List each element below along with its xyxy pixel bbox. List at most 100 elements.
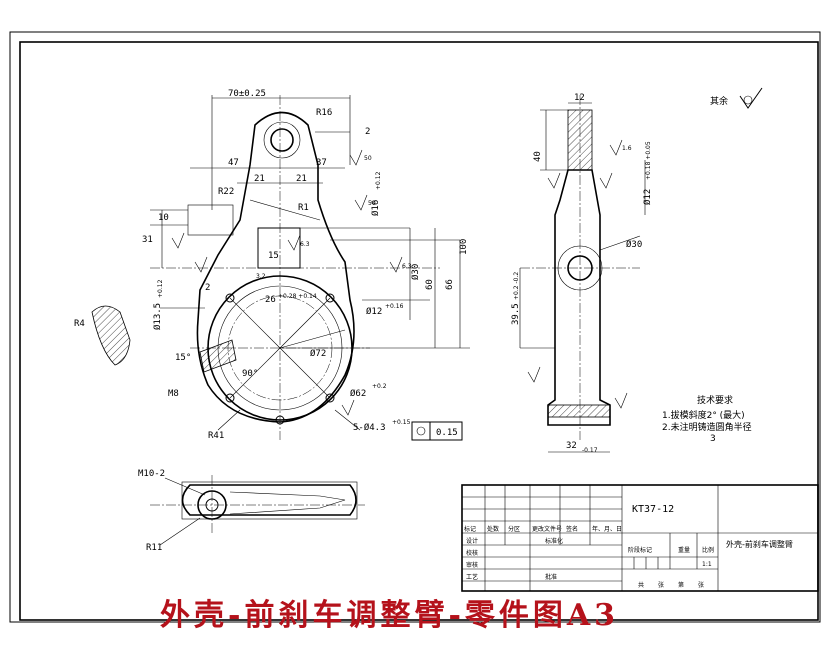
side-view: 12 40 Ø12 +0.18 +0.05 Ø30 39.5 +0.2 -0.2… [511,93,653,454]
dim-phi16: Ø16 [370,200,381,216]
drawing-caption: 外壳-前刹车调整臂-零件图A3 [160,598,619,633]
tolerance-frame [411,421,463,441]
dim-phi13-tol: +0.12 [157,279,164,298]
svg-text:6.3: 6.3 [402,263,412,270]
bolt-hole [225,393,235,403]
dim-2a: 2 [365,127,370,137]
tb-scale: 1:1 [702,561,712,568]
svg-text:1.6: 1.6 [622,145,632,152]
tb-header-4: 签名 [566,525,578,533]
dim-47: 47 [228,158,239,168]
dim-39-tol: +0.2 -0.2 [513,272,520,300]
tb-sheet-0: 共 [638,581,644,589]
slot [257,227,301,269]
dim-70: 70±0.25 [228,89,266,99]
m8-thread [199,339,237,373]
tech-req-item-3: 3 [710,434,716,444]
tb-row-review: 审核 [466,561,478,569]
dim-39: 39.5 [511,303,521,325]
roughness-symbol-icon [739,87,763,109]
dim-21b: 21 [296,174,307,184]
dim-r16: R16 [316,108,332,118]
position-icon [416,426,426,436]
side-base-section [547,404,611,418]
dim-m10: M10-2 [138,469,165,479]
title-block: 标记 处数 分区 更改文件号 签名 年、月、日 设计 校核 审核 工艺 标准化 … [461,484,819,592]
tb-header-5: 年、月、日 [592,525,622,533]
tb-header-3: 更改文件号 [532,525,562,533]
tb-header-0: 标记 [464,525,476,533]
dim-phi12: Ø12 [366,306,382,317]
dim-r1: R1 [298,203,309,213]
dim-holes-tol: +0.15 [392,419,411,426]
dim-phi30: Ø30 [410,264,421,280]
tb-stage-label: 阶段标记 [628,546,652,554]
tech-req-title: 技术要求 [697,394,733,406]
svg-text:3.2: 3.2 [256,273,266,280]
tb-header-1: 处数 [487,525,499,533]
dim-holes: 5-Ø4.3 [353,422,386,433]
tb-scale-label: 比例 [702,546,714,554]
dim-32: 32 [566,441,577,451]
tb-sheet-3: 张 [698,581,704,589]
dim-phi12-side: Ø12 [642,189,653,205]
dim-12: 12 [574,93,585,103]
dim-phi12-tol: +0.16 [385,303,404,310]
inner-frame [19,41,819,621]
dim-m8: M8 [168,389,179,399]
tb-code: KT37-12 [632,504,674,515]
tb-std-label: 标准化 [545,537,563,545]
dim-100: 100 [459,239,469,255]
tb-row-process: 工艺 [466,573,478,581]
dim-40: 40 [533,151,543,162]
dim-r4: R4 [74,319,85,329]
lug-hole [270,128,294,152]
side-roughness: 1.6 [527,139,632,409]
dim-r41: R41 [208,431,224,441]
tb-sheet-1: 张 [658,581,664,589]
tb-weight-label: 重量 [678,546,690,554]
bottom-outline [181,484,357,516]
dim-21a: 21 [254,174,265,184]
tb-sheet-2: 第 [678,581,684,589]
bolt-hole [225,293,235,303]
side-dims [519,102,646,453]
tb-part-name: 外壳-前刹车调整臂 [726,539,793,549]
tb-approve-label: 批准 [545,573,557,581]
tb-header-2: 分区 [508,525,520,533]
bolt-hole [325,393,335,403]
tb-row-design: 设计 [466,537,478,545]
r4-section [91,305,131,366]
roughness-marks: 50 50 6.3 6.3 3.2 [171,149,412,416]
dim-phi62-tol: +0.2 [372,383,387,390]
svg-text:50: 50 [368,200,376,207]
dim-10: 10 [158,213,169,223]
dim-phi72: Ø72 [310,348,326,359]
dim-a90: 90° [242,369,258,379]
dim-31: 31 [142,235,153,245]
dim-r22: R22 [218,187,234,197]
roughness-note: 其余 [710,95,728,107]
dim-a15: 15° [175,353,191,363]
dim-15: 15 [268,251,279,261]
tolerance-value: 0.15 [436,428,458,438]
dimension-lines [150,95,470,431]
side-body [547,169,611,426]
dim-32-tol: -0.17 [582,447,598,454]
dim-phi16-tol: +0.12 [375,171,382,190]
outer-frame [9,31,821,623]
dim-26-tol: +0.28 +0.14 [278,293,317,300]
svg-text:50: 50 [364,155,372,162]
svg-text:6.3: 6.3 [300,241,310,248]
lug-boss [263,121,301,159]
arm-outline [196,111,355,423]
radial-lines [229,297,346,399]
dim-2b: 2 [205,283,210,293]
dim-26: 26 [265,295,276,305]
dim-phi30b: Ø30 [626,239,642,250]
tb-row-check: 校核 [466,549,478,557]
dim-37: 37 [316,158,327,168]
front-view: 70±0.25 R16 2 47 37 21 21 R22 R1 10 31 1… [74,89,470,441]
